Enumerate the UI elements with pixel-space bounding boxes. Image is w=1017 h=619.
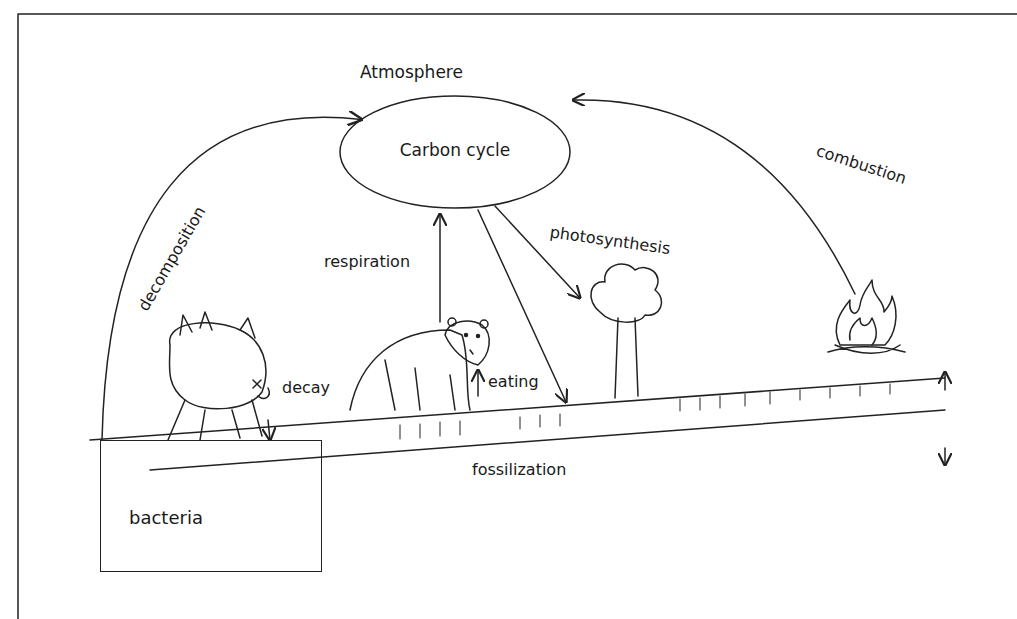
edge-label: decomposition xyxy=(133,201,210,316)
up-arrow xyxy=(944,372,946,390)
process-label: decay xyxy=(280,378,332,397)
process-label: combustion xyxy=(812,140,911,188)
fire xyxy=(828,280,905,353)
photosynthesis-arrow xyxy=(495,206,580,298)
combustion-arrow xyxy=(573,100,855,294)
node-heading: Atmosphere xyxy=(360,62,463,82)
node-text: Carbon cycle xyxy=(400,140,511,160)
tree xyxy=(591,264,662,398)
ground-hatch xyxy=(400,384,890,439)
process-label: photosynthesis xyxy=(547,222,674,258)
bacteria-box: bacteria xyxy=(100,440,322,572)
respiration-arrow xyxy=(439,214,441,322)
process-label: eating xyxy=(486,372,541,391)
connector xyxy=(102,117,361,440)
process-label: fossilization xyxy=(470,460,568,479)
ellipse-outline xyxy=(330,62,580,212)
node-text: bacteria xyxy=(129,507,203,529)
down-arrow xyxy=(944,448,946,465)
eating-animal xyxy=(350,318,489,410)
ellipse-shape xyxy=(340,96,570,208)
process-label: respiration xyxy=(322,252,412,271)
decay-arrow xyxy=(268,420,270,440)
dead-animal xyxy=(168,312,269,440)
eating-arrow xyxy=(477,370,479,396)
frame-line xyxy=(18,14,1017,619)
atmosphere-node: AtmosphereCarbon cycle xyxy=(330,62,580,212)
